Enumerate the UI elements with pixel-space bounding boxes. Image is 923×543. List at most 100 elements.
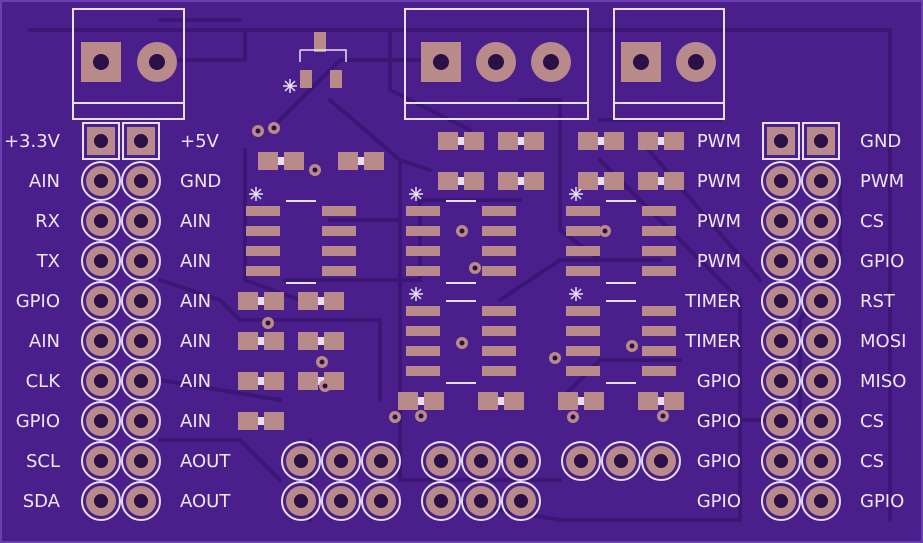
drill-hole: [774, 414, 788, 428]
smd-pad: [642, 266, 676, 276]
pad-silk-ring: [121, 321, 161, 361]
passive-silk: [578, 397, 584, 405]
passive-silk: [278, 157, 284, 165]
pad-silk-ring: [81, 361, 121, 401]
drill-hole: [94, 494, 108, 508]
pin-label: TX: [36, 251, 60, 272]
passive-silk: [498, 397, 504, 405]
pin-label: CS: [860, 451, 884, 472]
via-hole: [271, 125, 277, 131]
smd-pad: [298, 332, 318, 350]
drill-hole: [374, 454, 388, 468]
pin-label: CLK: [25, 371, 60, 392]
smd-pad: [424, 392, 444, 410]
pad-silk-ring: [461, 441, 501, 481]
pin1-marker: [569, 187, 583, 201]
pin-label: GPIO: [15, 291, 60, 312]
pin-label: GPIO: [15, 411, 60, 432]
via-hole: [552, 355, 558, 361]
pin-label: SCL: [25, 451, 60, 472]
pad-silk-ring: [81, 441, 121, 481]
drill-hole: [94, 454, 108, 468]
pad-silk-ring: [761, 241, 801, 281]
smd-pad: [398, 392, 418, 410]
smd-pad: [524, 132, 544, 150]
terminal-hole: [433, 54, 449, 70]
smd-pad: [238, 332, 258, 350]
smd-pad: [524, 172, 544, 190]
drill-hole: [94, 294, 108, 308]
pin1-marker: [249, 187, 263, 201]
pad-silk-ring: [121, 361, 161, 401]
smd-pad: [298, 372, 318, 390]
smd-pad: [604, 132, 624, 150]
smd-pad: [566, 326, 600, 336]
pad-silk-ring: [281, 481, 321, 521]
pin-label: GPIO: [696, 451, 741, 472]
pad-silk-ring: [761, 441, 801, 481]
pin-label: GPIO: [696, 491, 741, 512]
drill-hole: [94, 134, 108, 148]
smd-pad: [638, 132, 658, 150]
drill-hole: [774, 174, 788, 188]
pin-label: CS: [860, 411, 884, 432]
passive-silk: [258, 337, 264, 345]
drill-hole: [774, 374, 788, 388]
passive-silk: [318, 337, 324, 345]
smd-pad: [364, 152, 384, 170]
passive-silk: [258, 297, 264, 305]
smd-pad: [504, 392, 524, 410]
drill-hole: [294, 454, 308, 468]
drill-hole: [814, 134, 828, 148]
smd-pad: [664, 132, 684, 150]
drill-hole: [134, 254, 148, 268]
smd-pad: [284, 152, 304, 170]
pin-label: AIN: [180, 371, 212, 392]
passive-silk: [258, 377, 264, 385]
smd-pad: [478, 392, 498, 410]
pad-silk-ring: [761, 401, 801, 441]
pin-label: AIN: [180, 411, 212, 432]
pin-label: RST: [860, 291, 895, 312]
pad-silk-ring: [121, 241, 161, 281]
via-hole: [570, 414, 576, 420]
terminal-block-outline: [613, 8, 725, 120]
smd-pad: [482, 346, 516, 356]
smd-pad: [642, 306, 676, 316]
smd-pad: [558, 392, 578, 410]
pin-label: CS: [860, 211, 884, 232]
terminal-hole: [633, 54, 649, 70]
pad-silk-ring: [421, 441, 461, 481]
smd-pad: [566, 266, 600, 276]
smd-pad: [246, 206, 280, 216]
pin-label: GPIO: [696, 411, 741, 432]
smd-pad: [238, 372, 258, 390]
smd-pad: [330, 70, 342, 88]
smd-pad: [584, 392, 604, 410]
smd-pad: [406, 346, 440, 356]
pin-label: GND: [860, 131, 902, 152]
via-hole: [322, 383, 328, 389]
smd-pad: [498, 172, 518, 190]
smd-pad: [642, 206, 676, 216]
passive-silk: [658, 397, 664, 405]
smd-pad: [238, 292, 258, 310]
via-hole: [312, 167, 318, 173]
pad-silk-ring: [561, 441, 601, 481]
passive-silk: [318, 297, 324, 305]
pin-label: AIN: [28, 171, 60, 192]
pin-label: +3.3V: [3, 131, 60, 152]
pin1-marker: [409, 287, 423, 301]
terminal-hole: [688, 54, 704, 70]
pin-label: PWM: [696, 251, 741, 272]
passive-silk: [258, 417, 264, 425]
drill-hole: [134, 374, 148, 388]
passive-silk: [598, 137, 604, 145]
drill-hole: [474, 454, 488, 468]
smd-pad: [642, 226, 676, 236]
copper-traces: [28, 18, 892, 522]
drill-hole: [294, 494, 308, 508]
drill-hole: [334, 494, 348, 508]
passive-silk: [518, 177, 524, 185]
smd-pad: [638, 392, 658, 410]
